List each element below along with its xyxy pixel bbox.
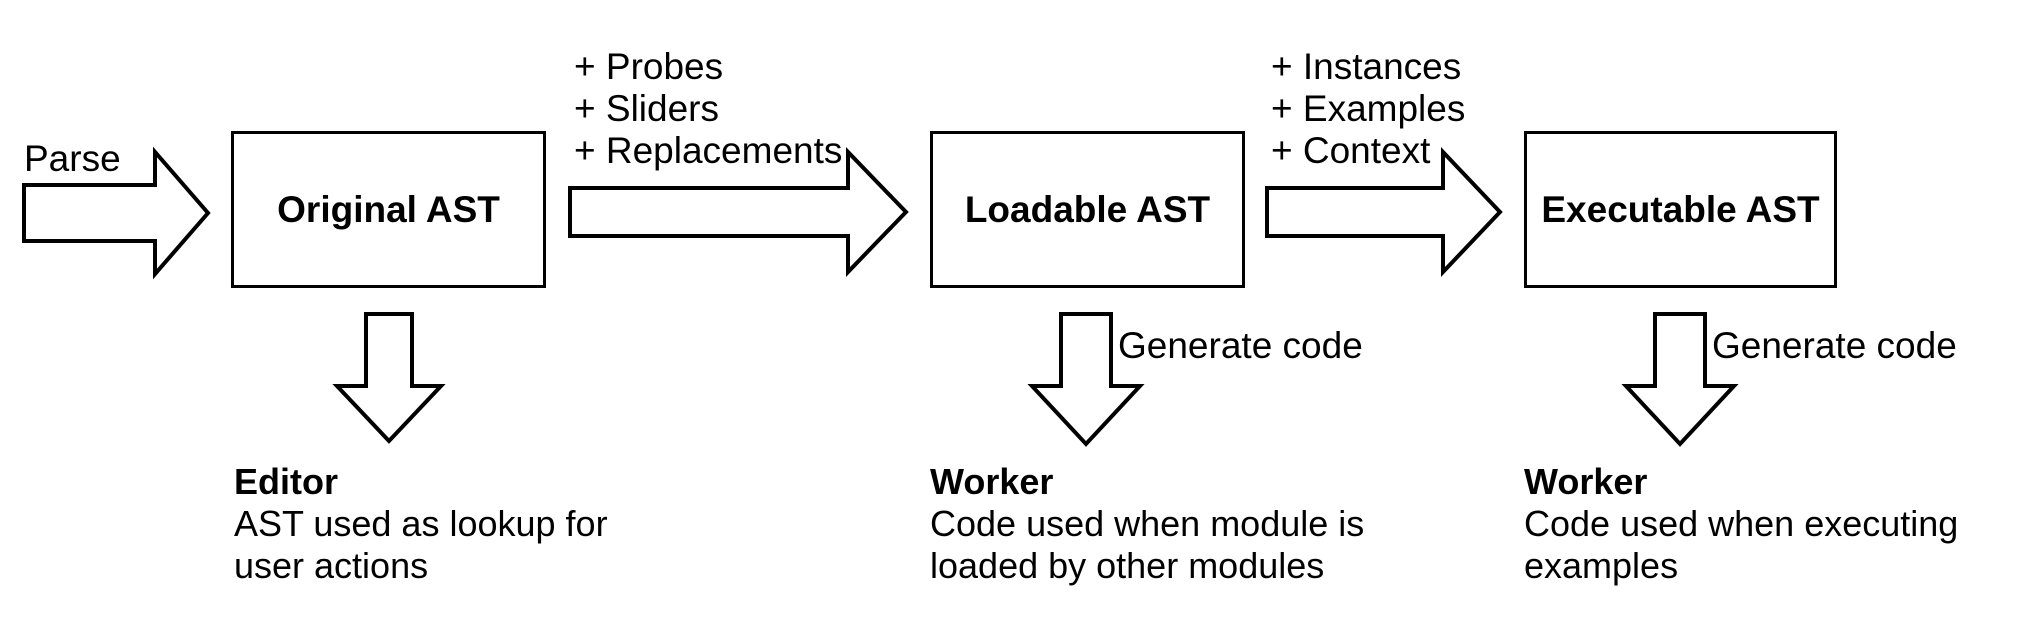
transform-2-line-instances: + Instances (1271, 46, 1462, 87)
worker-caption-loadable: Worker Code used when module is loaded b… (930, 461, 1364, 587)
loadable-down-arrow-icon (1027, 312, 1145, 447)
node-executable-ast-label: Executable AST (1541, 188, 1820, 230)
transform-1-line-sliders: + Sliders (574, 88, 719, 129)
editor-caption-line-2: user actions (234, 545, 429, 586)
parse-label: Parse (24, 138, 121, 179)
worker-caption-loadable-line-2: loaded by other modules (930, 545, 1325, 586)
editor-caption-line-1: AST used as lookup for (234, 503, 608, 544)
executable-down-arrow-icon (1621, 312, 1739, 447)
editor-caption: Editor AST used as lookup for user actio… (234, 461, 608, 587)
node-loadable-ast[interactable]: Loadable AST (930, 131, 1245, 288)
worker-caption-loadable-line-1: Code used when module is (930, 503, 1365, 544)
worker-caption-loadable-title: Worker (930, 461, 1054, 502)
worker-caption-executable-line-1: Code used when executing (1524, 503, 1959, 544)
transform-2-labels: + Instances + Examples + Context (1271, 46, 1465, 172)
parse-arrow-icon (22, 146, 211, 280)
original-to-loadable-arrow-icon (568, 147, 909, 277)
transform-2-line-context: + Context (1271, 130, 1431, 171)
transform-1-labels: + Probes + Sliders + Replacements (574, 46, 842, 172)
worker-caption-executable: Worker Code used when executing examples (1524, 461, 1958, 587)
node-executable-ast[interactable]: Executable AST (1524, 131, 1837, 288)
generate-code-label-executable: Generate code (1712, 325, 1957, 366)
node-loadable-ast-label: Loadable AST (964, 188, 1211, 230)
node-original-ast-label: Original AST (277, 188, 500, 230)
transform-1-line-probes: + Probes (574, 46, 724, 87)
editor-caption-title: Editor (234, 461, 338, 502)
transform-2-line-examples: + Examples (1271, 88, 1466, 129)
transform-1-line-replacements: + Replacements (574, 130, 843, 171)
worker-caption-executable-line-2: examples (1524, 545, 1679, 586)
original-down-arrow-icon (332, 312, 446, 444)
loadable-to-executable-arrow-icon (1265, 146, 1503, 278)
generate-code-label-loadable: Generate code (1118, 325, 1363, 366)
worker-caption-executable-title: Worker (1524, 461, 1648, 502)
node-original-ast[interactable]: Original AST (231, 131, 546, 288)
